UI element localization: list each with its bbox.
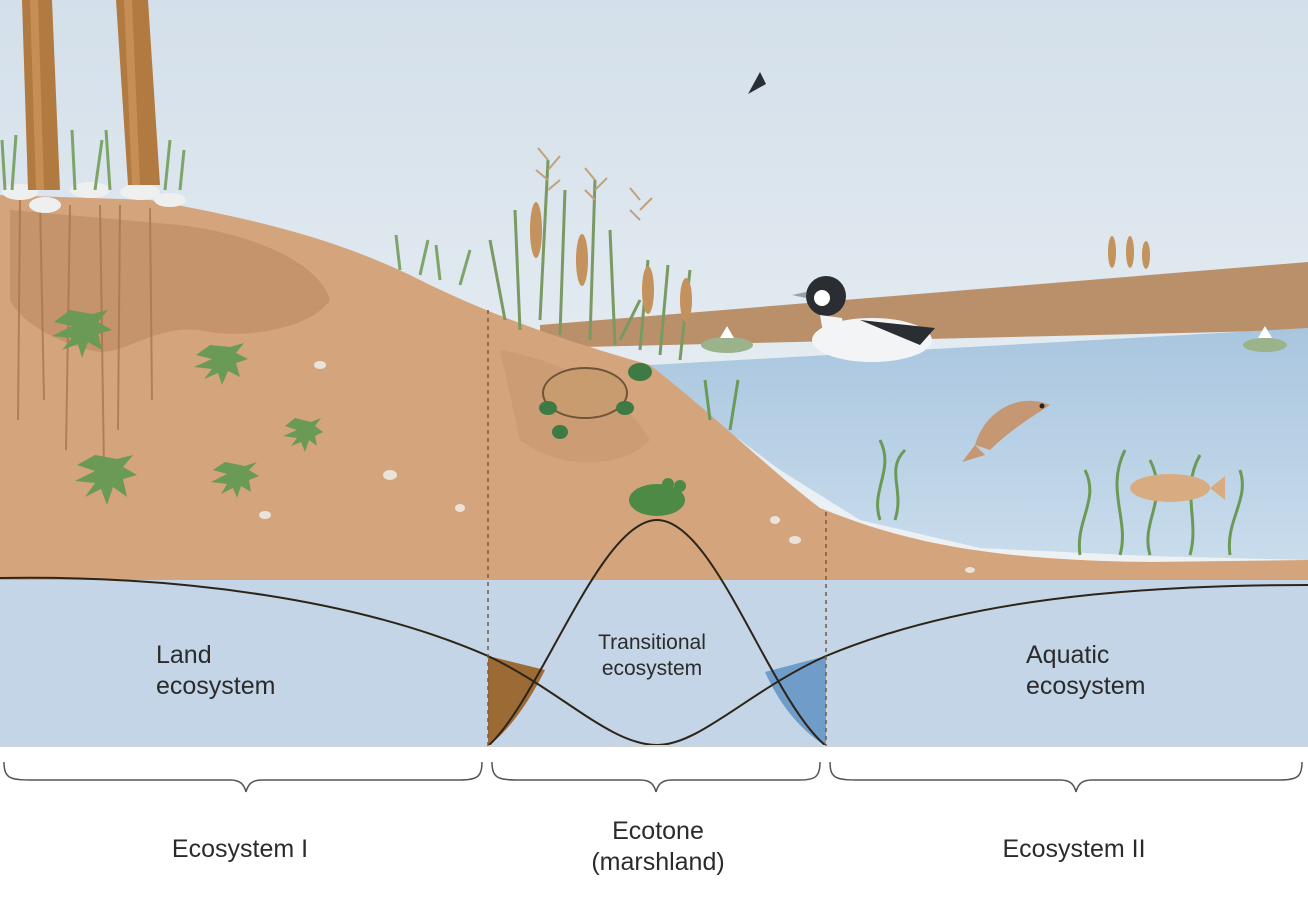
ecosystem-2-label: Ecosystem II xyxy=(1002,835,1146,863)
tree-trunk-icon xyxy=(22,0,160,190)
soil-cross-section xyxy=(0,195,1308,580)
ecotone-boundaries xyxy=(487,310,827,746)
root-strands xyxy=(17,199,153,471)
ecosystem-1-label: Ecosystem I xyxy=(171,835,309,863)
grass xyxy=(0,129,472,286)
frog-icon xyxy=(629,478,686,516)
water-curve xyxy=(487,518,827,747)
brace-ecosystem-2 xyxy=(829,761,1303,793)
water-wedge xyxy=(765,656,826,746)
far-shore xyxy=(540,262,1308,348)
aquatic-curve xyxy=(825,584,1308,657)
turtle-icon xyxy=(539,363,652,439)
pebbles xyxy=(259,361,975,573)
zone-braces xyxy=(3,761,1303,793)
lily-pad-icon xyxy=(701,326,1287,353)
water-plants xyxy=(703,379,1244,556)
land-curve xyxy=(0,576,827,747)
bird-icon xyxy=(748,72,766,94)
brace-ecotone xyxy=(491,761,821,793)
ecotone-label: Ecotone(marshland) xyxy=(591,817,725,876)
stones xyxy=(2,182,186,213)
fish-icon xyxy=(962,400,1225,502)
brace-ecosystem-1 xyxy=(3,761,483,793)
cattail-icon xyxy=(488,147,1150,361)
graph-band xyxy=(0,580,1308,746)
soil-plants xyxy=(52,310,323,505)
duck-icon xyxy=(792,276,935,362)
